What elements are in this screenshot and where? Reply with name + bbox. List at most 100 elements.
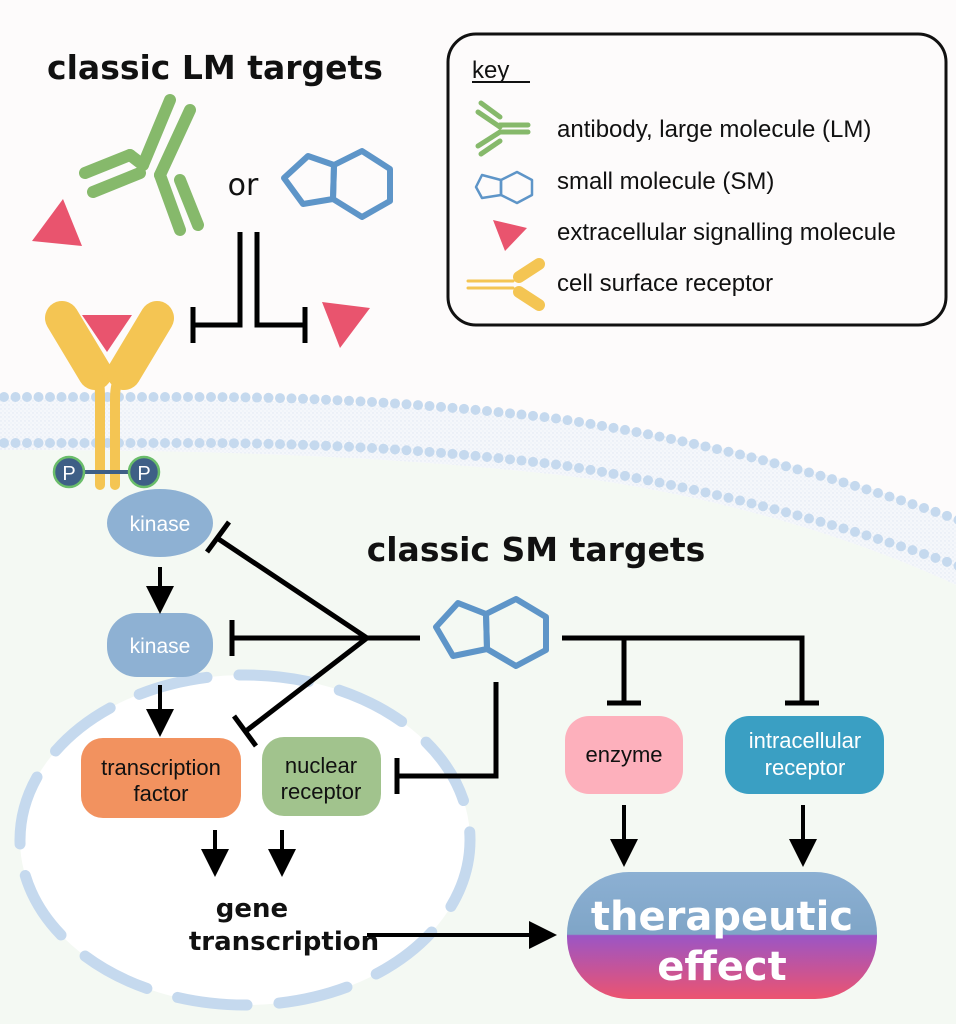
lipid-head <box>781 507 791 518</box>
lipid-head <box>712 444 722 455</box>
lipid-head <box>217 438 228 449</box>
enzyme-label: enzyme <box>585 742 662 767</box>
lipid-head <box>769 458 780 469</box>
activation-arrows <box>146 567 817 949</box>
lipid-head <box>309 394 320 405</box>
lipid-head <box>562 415 573 426</box>
lipid-head <box>22 438 32 448</box>
nuclear-receptor-node <box>262 737 381 816</box>
lipid-head <box>470 404 481 415</box>
lipid-head <box>505 408 515 419</box>
lipid-head <box>804 513 814 524</box>
lipid-head <box>585 418 596 429</box>
lipid-head <box>321 440 331 451</box>
lipid-head <box>79 392 90 402</box>
lipid-head <box>746 452 757 463</box>
lipid-head <box>551 459 561 470</box>
lipid-head <box>355 442 366 453</box>
lipid-head <box>401 445 412 456</box>
lipid-head <box>240 438 251 449</box>
key-small-molecule-icon <box>474 170 534 205</box>
lipid-head <box>804 467 814 478</box>
kinase-2-label: kinase <box>130 635 191 658</box>
lipid-head <box>229 392 239 403</box>
lipid-head <box>631 427 642 438</box>
lipid-head <box>723 492 734 503</box>
phospho-left-label: P <box>62 463 75 485</box>
lipid-head <box>332 441 343 452</box>
intracellular-receptor-label-1: intracellular <box>749 728 862 753</box>
lipid-head <box>171 392 182 402</box>
lipid-head <box>355 396 366 407</box>
lipid-head <box>827 474 837 485</box>
lipid-head <box>677 436 688 447</box>
key-signalling-molecule-icon <box>493 220 527 251</box>
lipid-head <box>884 537 895 548</box>
phospho-right <box>127 455 161 489</box>
nuclear-receptor-label-2: receptor <box>281 779 362 804</box>
lipid-head <box>620 424 630 435</box>
bound-signalling-molecule-icon <box>82 315 132 352</box>
lipid-head <box>79 438 90 448</box>
transcription-factor-label-2: factor <box>133 781 188 806</box>
lipid-head <box>735 495 745 506</box>
key-receptor-icon <box>466 258 545 311</box>
lipid-head <box>194 438 205 448</box>
lipid-head <box>953 515 956 525</box>
membrane-band <box>0 398 956 585</box>
lipid-head <box>33 392 44 402</box>
lipid-head <box>459 449 469 460</box>
or-label: or <box>228 168 259 203</box>
therapeutic-effect-node <box>567 872 877 999</box>
sm-inhibition-connectors <box>204 520 819 794</box>
lipid-head <box>482 451 492 462</box>
lipid-head <box>539 458 550 469</box>
therapeutic-effect-label-2: effect <box>657 944 787 990</box>
membrane-outer-layer <box>0 392 956 525</box>
lipid-head <box>45 438 55 448</box>
lipid-head <box>746 498 757 509</box>
lipid-head <box>574 416 584 427</box>
lipid-head <box>10 392 21 402</box>
lipid-head <box>390 444 400 455</box>
lipid-head <box>861 484 872 495</box>
central-small-molecule-icon <box>433 596 549 669</box>
lipid-head <box>275 439 285 450</box>
kinase-1-label: kinase <box>130 513 191 536</box>
lipid-head <box>344 441 354 452</box>
lipid-head <box>896 495 906 506</box>
lipid-head <box>919 548 929 559</box>
lipid-head <box>873 533 883 544</box>
lipid-head <box>102 392 113 402</box>
lipid-head <box>309 440 320 451</box>
lipid-head <box>390 398 400 409</box>
lipid-head <box>551 413 561 424</box>
lipid-head <box>666 479 676 490</box>
lipid-head <box>0 438 9 448</box>
lipid-head <box>45 392 55 402</box>
lipid-head <box>620 470 630 481</box>
lipid-head <box>838 477 849 488</box>
lipid-head <box>344 395 354 406</box>
lipid-head <box>148 392 159 402</box>
lipid-head <box>68 392 78 402</box>
lipid-head <box>677 482 688 493</box>
lipid-head <box>413 400 423 411</box>
lipid-head <box>631 473 642 484</box>
lipid-head <box>447 402 458 413</box>
lipid-head <box>206 392 216 403</box>
lipid-head <box>56 392 67 402</box>
lipid-head <box>861 530 872 541</box>
lipid-head <box>896 541 906 552</box>
lipid-head <box>712 490 722 501</box>
therapeutic-effect-label-1: therapeutic <box>591 894 853 940</box>
lipid-head <box>528 456 538 467</box>
lipid-head <box>367 397 377 408</box>
lipid-head <box>470 450 481 461</box>
cell-surface-receptor <box>45 301 174 490</box>
key-panel: key antibody, large molecule (LM) small … <box>446 32 948 327</box>
lipid-head <box>643 429 653 440</box>
lipid-head <box>539 412 550 423</box>
lipid-head <box>597 466 607 477</box>
